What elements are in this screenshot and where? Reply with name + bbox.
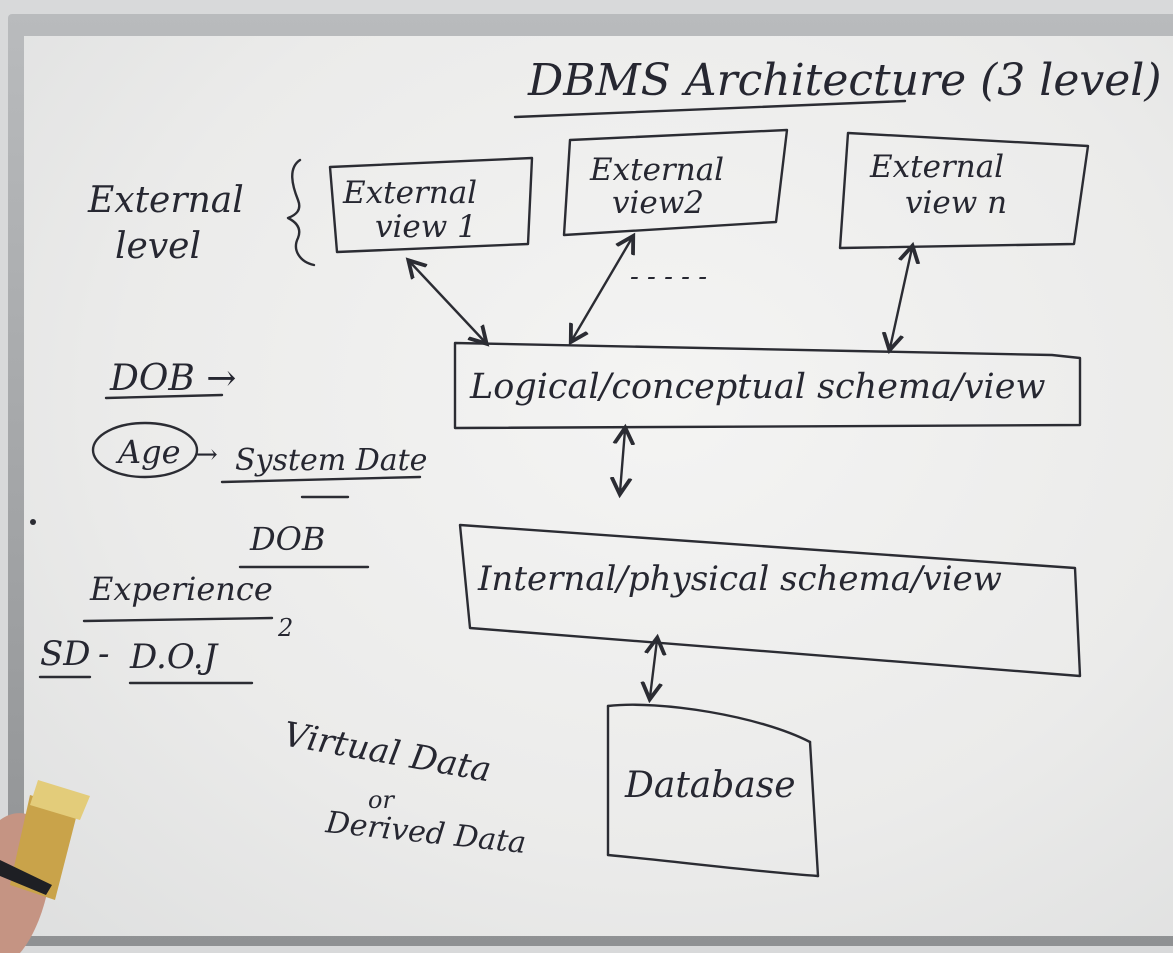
external-view-n-box: External view n	[838, 131, 1090, 250]
note-sd: SD	[40, 634, 91, 674]
note-experience-underline	[82, 616, 274, 623]
note-dob-2: DOB	[249, 520, 325, 558]
note-system-date-underline	[220, 475, 422, 484]
internal-schema-box: Internal/physical schema/view	[458, 523, 1082, 678]
external-view-1-box: External view 1	[328, 156, 534, 254]
external-level-label-line1: External	[87, 180, 244, 221]
logical-schema-box: Logical/conceptual schema/view	[453, 341, 1082, 430]
marker-pen	[0, 780, 90, 953]
board-dot	[30, 519, 36, 525]
note-virtual-data: Virtual Data	[280, 714, 494, 790]
internal-schema-label: Internal/physical schema/view	[477, 559, 1002, 599]
views-ellipsis: - - - - -	[630, 262, 707, 292]
note-age-arrow: →	[196, 440, 218, 470]
database-cylinder: Database	[606, 703, 820, 878]
external-level-brace	[286, 158, 316, 267]
side-notes: DOB → Age → System Date DOB Experience 2…	[38, 358, 528, 861]
arrow-logical-internal	[620, 430, 625, 492]
note-age: Age	[115, 433, 181, 471]
external-view-2-box: External view2	[562, 128, 789, 237]
arrow-view2-logical	[572, 238, 632, 340]
external-view-1-line2: view 1	[375, 209, 477, 245]
arrow-view1-logical	[410, 262, 485, 342]
diagram-title: DBMS Architecture (3 level)	[527, 55, 1162, 106]
external-view-n-line1: External	[869, 149, 1004, 185]
external-view-2-line1: External	[589, 152, 724, 188]
external-view-2-line2: view2	[612, 185, 704, 221]
external-level-label-line2: level	[115, 226, 201, 267]
arrow-internal-database	[650, 640, 657, 697]
note-experience: Experience	[89, 570, 273, 608]
external-view-n-line2: view n	[905, 185, 1007, 221]
database-label: Database	[624, 765, 796, 806]
note-or: or	[368, 786, 395, 814]
note-doj: D.O.J	[129, 637, 220, 677]
note-dob: DOB →	[109, 358, 236, 399]
title-underline	[513, 99, 907, 119]
note-minus: -	[98, 634, 110, 674]
note-experience-suffix: 2	[277, 614, 293, 642]
logical-schema-label: Logical/conceptual schema/view	[469, 367, 1045, 407]
note-system-date: System Date	[235, 443, 427, 478]
note-dob-underline	[104, 393, 224, 400]
arrow-viewn-logical	[890, 248, 912, 348]
external-view-1-line1: External	[342, 175, 477, 211]
note-derived-data: Derived Data	[323, 805, 528, 861]
note-age-circle	[91, 421, 199, 479]
whiteboard-surface	[24, 36, 1173, 936]
